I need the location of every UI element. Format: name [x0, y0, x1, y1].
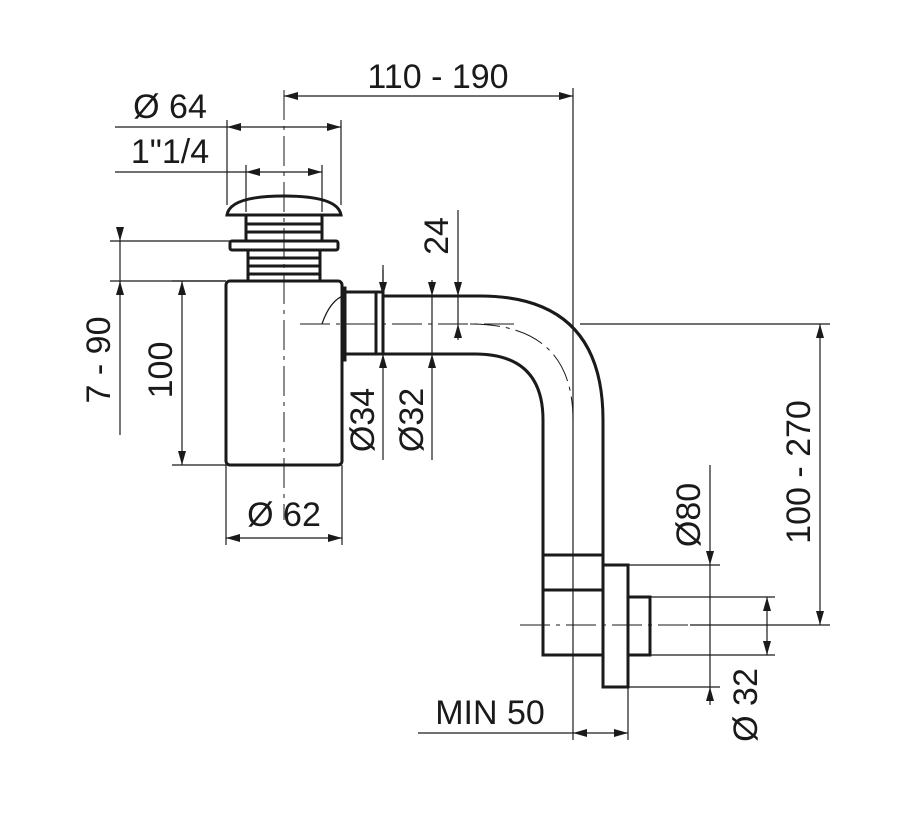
dim-outlet-horizontal: 110 - 190 — [367, 58, 508, 96]
dim-flange-diameter: Ø80 — [670, 483, 708, 547]
dim-body-diameter: Ø 62 — [247, 496, 321, 534]
dim-cap-diameter: Ø 64 — [133, 88, 207, 126]
dimension-lines — [110, 88, 830, 740]
outlet-pipe — [383, 294, 605, 555]
dim-body-height: 100 — [142, 342, 180, 399]
dim-outer-pipe-diameter: Ø34 — [344, 388, 382, 452]
dim-outlet-diameter: Ø 32 — [727, 668, 765, 742]
wall-flange — [601, 563, 630, 689]
dim-min-distance: MIN 50 — [435, 694, 545, 732]
dimension-labels: 110 - 190 Ø 64 1"1/4 24 7 - 90 100 Ø34 Ø… — [80, 58, 818, 742]
part-outline — [224, 194, 652, 689]
center-lines — [283, 90, 690, 640]
dim-thread-size: 1"1/4 — [131, 133, 209, 171]
dim-pipe-drop: 24 — [418, 217, 456, 255]
dim-vertical-range: 100 - 270 — [780, 400, 818, 544]
dim-inner-pipe-diameter: Ø32 — [393, 388, 431, 452]
dim-height-range: 7 - 90 — [80, 317, 118, 404]
wall-outlet-stub — [626, 595, 652, 657]
